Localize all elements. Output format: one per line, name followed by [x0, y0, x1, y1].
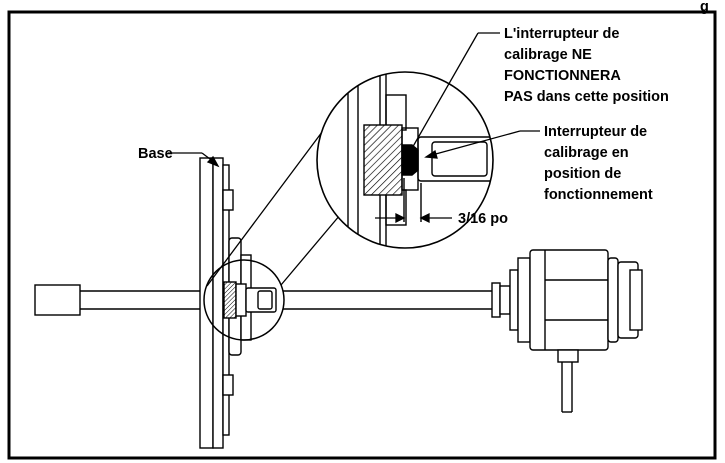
gap-dimension-label: 3/16 po: [458, 211, 508, 227]
top-fragment-text: g: [700, 0, 709, 15]
no-work-leader: [406, 32, 500, 159]
work-line-1: Interrupteur de: [544, 124, 647, 140]
magnified-circle: [316, 71, 494, 249]
no-work-label: L'interrupteur de calibrage NE FONCTIONN…: [504, 26, 669, 105]
detail-circle: [203, 259, 285, 341]
work-line-2: calibrage en: [544, 145, 629, 161]
work-line-3: position de: [544, 166, 621, 182]
base-plate: [199, 157, 277, 449]
base-label: Base: [138, 146, 173, 162]
connector-line-left: [206, 107, 341, 287]
no-work-line-3: FONCTIONNERA: [504, 68, 621, 84]
base-leader: [168, 152, 220, 168]
work-leader: [424, 130, 540, 159]
connector-line-right: [280, 214, 341, 286]
no-work-line-2: calibrage NE: [504, 47, 592, 63]
work-line-4: fonctionnement: [544, 187, 653, 203]
no-work-line-1: L'interrupteur de: [504, 26, 619, 42]
motor-housing: [509, 249, 643, 413]
rod: [34, 282, 511, 318]
work-label: Interrupteur de calibrage en position de…: [544, 124, 653, 203]
no-work-line-4: PAS dans cette position: [504, 89, 669, 105]
gap-dimension-arrows: [375, 212, 452, 224]
